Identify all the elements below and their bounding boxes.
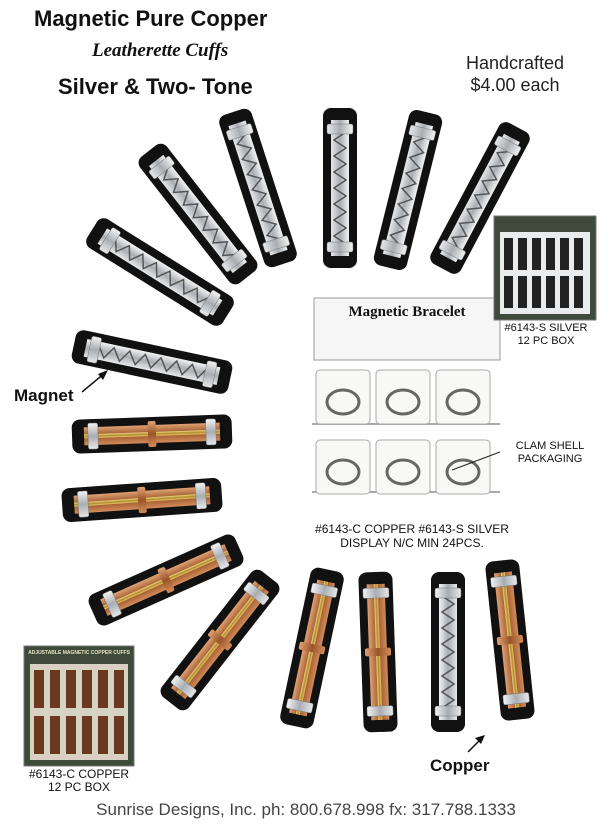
copper-cuff	[484, 558, 536, 722]
copper-box-label-line-1: #6143-C COPPER	[28, 767, 130, 781]
silver-box-label: #6143-S SILVER 12 PC BOX	[486, 322, 606, 348]
copper-label: Copper	[430, 756, 490, 775]
price-line-2: $4.00 each	[470, 75, 560, 95]
display-sign: Magnetic Bracelet	[348, 304, 466, 320]
silver-box-label-line-1: #6143-S SILVER	[504, 322, 588, 334]
title-line-1: Magnetic Pure Copper	[34, 6, 268, 31]
display-label-line-2: DISPLAY N/C MIN 24PCS.	[340, 536, 484, 550]
copper-cuff	[278, 565, 346, 731]
clam-shell-label: CLAM SHELL PACKAGING	[500, 440, 600, 466]
price-block: Handcrafted $4.00 each	[440, 52, 590, 96]
copper-cuff	[70, 413, 234, 455]
display-stand	[312, 297, 501, 495]
silver-cuff	[322, 107, 358, 269]
display-label: #6143-C COPPER #6143-S SILVER DISPLAY N/…	[282, 522, 542, 550]
title-line-2: Leatherette Cuffs	[92, 40, 229, 61]
silver-box-label-line-2: 12 PC BOX	[517, 335, 575, 347]
magnet-label: Magnet	[14, 386, 74, 405]
footer-contact: Sunrise Designs, Inc. ph: 800.678.998 fx…	[96, 800, 516, 819]
copper-box-header: ADJUSTABLE MAGNETIC COPPER CUFFS	[28, 650, 130, 656]
silver-cuff	[430, 571, 466, 733]
clam-shell-label-line-2: PACKAGING	[517, 453, 583, 465]
title-line-3: Silver & Two- Tone	[58, 74, 253, 99]
silver-cuff	[371, 107, 445, 273]
silver-cuff	[69, 327, 235, 397]
copper-box-image	[23, 645, 135, 767]
copper-cuff	[60, 476, 224, 524]
silver-box-image	[493, 215, 597, 321]
clam-shell-label-line-1: CLAM SHELL	[515, 440, 585, 452]
price-line-1: Handcrafted	[465, 53, 565, 73]
copper-box-label: #6143-C COPPER 12 PC BOX	[14, 768, 144, 794]
copper-box-label-line-2: 12 PC BOX	[47, 780, 111, 794]
display-label-line-1: #6143-C COPPER #6143-S SILVER	[315, 522, 509, 536]
copper-cuff	[357, 570, 399, 734]
